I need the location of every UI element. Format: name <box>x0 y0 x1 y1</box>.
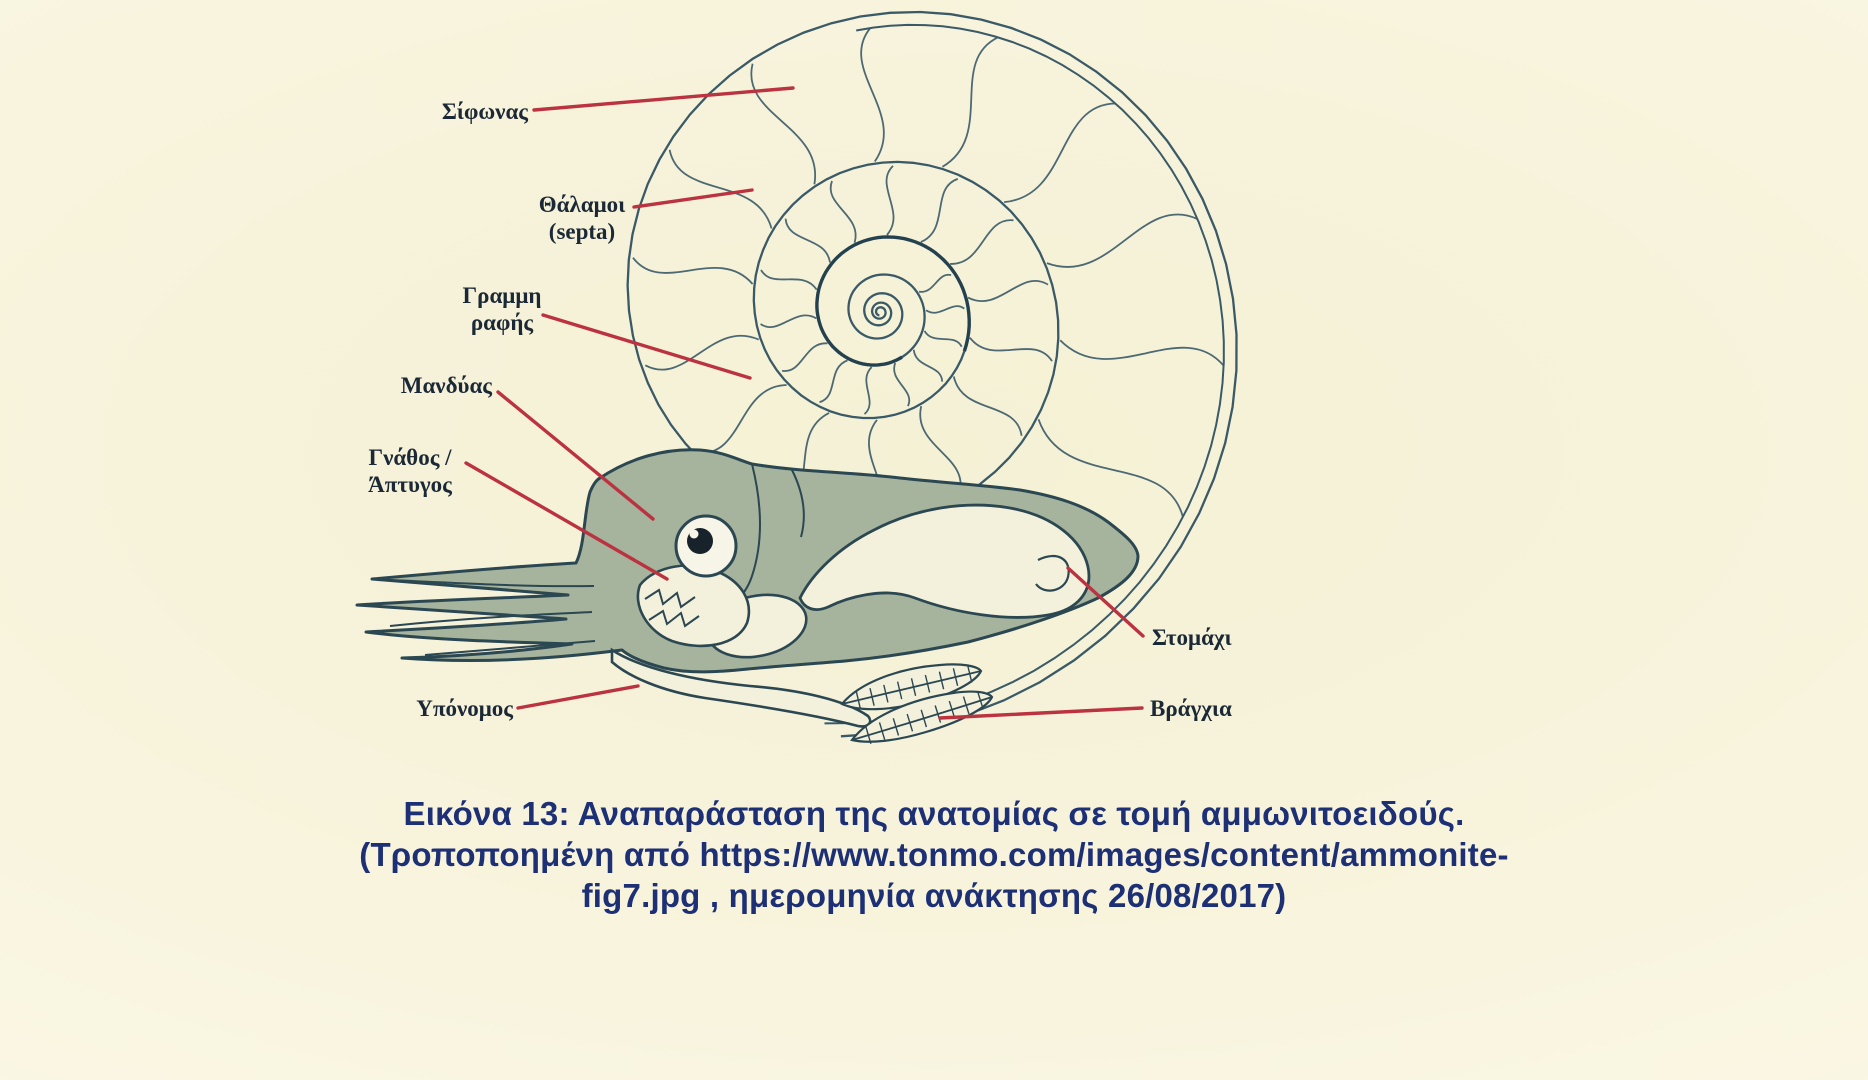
pointer-line-suture <box>541 313 752 380</box>
label-chambers-line1: Θάλαμοι <box>539 192 626 217</box>
label-suture-line2: ραφής <box>471 310 534 335</box>
label-suture-line1: Γραμμη <box>463 283 542 308</box>
pointer-line-mantle <box>496 390 655 521</box>
pointer-line-chambers <box>632 188 754 209</box>
shell-spiral <box>626 10 1238 738</box>
gill-lower <box>850 690 994 744</box>
label-mantle: Μανδύας <box>401 373 493 398</box>
body-silhouette <box>355 448 1140 674</box>
pointer-line-hyponome <box>516 684 640 710</box>
intestine-loop <box>1035 554 1070 592</box>
pointer-line-stomach <box>1066 566 1145 638</box>
label-hyponome: Υπόνομος <box>416 696 513 721</box>
label-jaw-line1: Γνάθος / <box>368 445 452 470</box>
caption-line-1: Εικόνα 13: Αναπαράσταση της ανατομίας σε… <box>403 795 1465 832</box>
figure-caption: Εικόνα 13: Αναπαράσταση της ανατομίας σε… <box>0 793 1868 916</box>
gill-upper <box>840 663 983 711</box>
label-gills: Βράγχια <box>1150 696 1232 721</box>
pointer-line-gills <box>938 706 1144 720</box>
eye-highlight <box>689 529 699 539</box>
beak-teeth-lower <box>648 609 700 628</box>
pointer-line-siphon <box>532 86 795 112</box>
label-siphon: Σίφωνας <box>442 99 528 124</box>
label-jaw-line2: Άπτυγος <box>368 472 452 497</box>
label-stomach: Στομάχι <box>1152 625 1233 650</box>
shell-outer-wall <box>824 23 1225 725</box>
beak-teeth-upper <box>644 588 696 609</box>
septa-group <box>632 27 1225 521</box>
body-group <box>355 448 1140 744</box>
pointer-lines <box>464 86 1145 720</box>
labels: Σίφωνας Θάλαμοι (septa) Γραμμη ραφής Μαν… <box>368 99 1232 721</box>
caption-line-3: fig7.jpg , ημερομηνία ανάκτησης 26/08/20… <box>581 877 1287 914</box>
annotation-layer: Σίφωνας Θάλαμοι (septa) Γραμμη ραφής Μαν… <box>368 86 1233 721</box>
caption-line-2: (Τροποποημένη από https://www.tonmo.com/… <box>359 836 1509 873</box>
pointer-line-jaw <box>464 461 669 581</box>
ammonite-artwork <box>355 10 1238 744</box>
inner-dark-whorl <box>815 235 971 367</box>
label-chambers-line2: (septa) <box>549 219 615 244</box>
